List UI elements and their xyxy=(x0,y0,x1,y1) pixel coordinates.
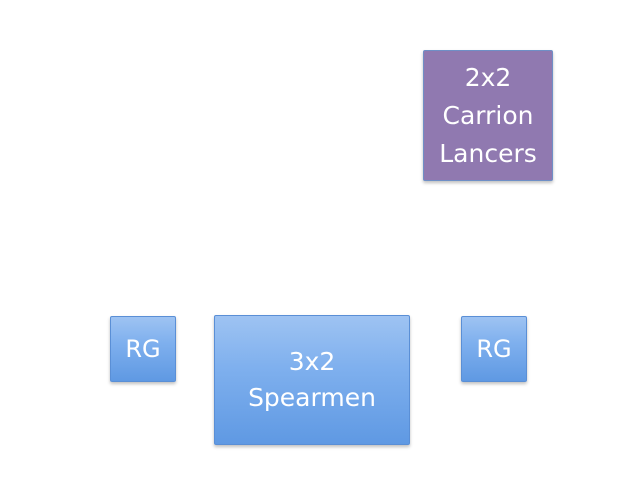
rg-right-box: RG xyxy=(461,316,527,382)
carrion-lancers-size: 2x2 xyxy=(464,62,512,92)
spearmen-label: 3x2 Spearmen xyxy=(248,344,376,416)
carrion-lancers-name-1: Carrion xyxy=(442,100,534,130)
spearmen-size: 3x2 xyxy=(288,347,336,376)
carrion-lancers-label: 2x2 Carrion Lancers xyxy=(439,59,537,173)
carrion-lancers-box: 2x2 Carrion Lancers xyxy=(423,50,553,181)
spearmen-name: Spearmen xyxy=(248,383,376,412)
rg-right-label: RG xyxy=(476,335,512,363)
rg-left-box: RG xyxy=(110,316,176,382)
carrion-lancers-name-2: Lancers xyxy=(439,138,537,168)
rg-left-label: RG xyxy=(125,335,161,363)
spearmen-box: 3x2 Spearmen xyxy=(214,315,410,445)
